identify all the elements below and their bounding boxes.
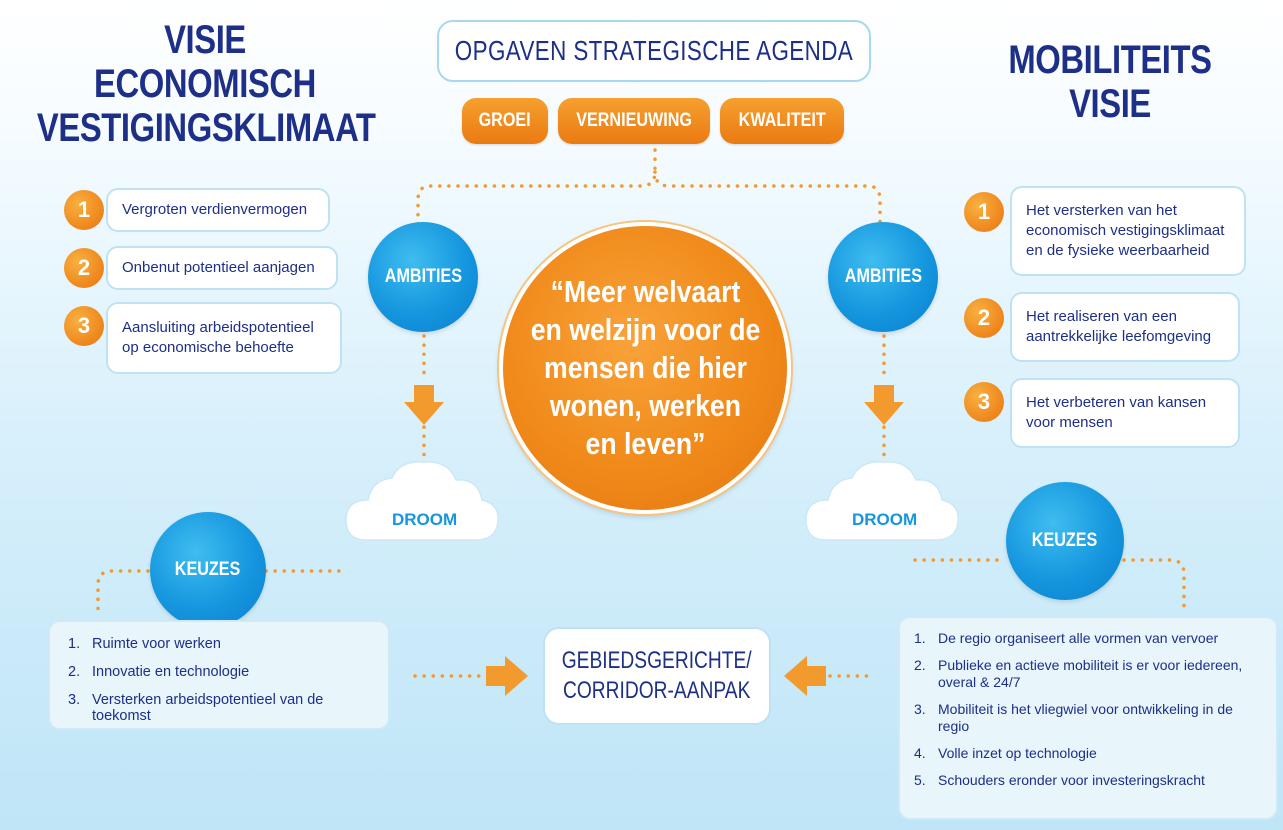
left-ambition-1: Vergroten verdienvermogen xyxy=(106,188,330,232)
number-badge: 1 xyxy=(964,192,1004,232)
pill-groei: GROEI xyxy=(462,98,548,144)
left-ambition-2: Onbenut potentieel aanjagen xyxy=(106,246,338,290)
left-title: VISIE ECONOMISCH VESTIGINGSKLIMAAT xyxy=(36,18,376,150)
agenda-title: OPGAVEN STRATEGISCHE AGENDA xyxy=(454,35,854,66)
cloud-right xyxy=(805,461,959,541)
number-badge: 1 xyxy=(64,190,104,230)
keuzes-label: KEUZES xyxy=(175,559,241,580)
number-badge: 2 xyxy=(64,248,104,288)
left-choices-box: 1. Ruimte voor werken 2. Innovatie en tech… xyxy=(48,620,390,730)
keuzes-right-ball: KEUZES xyxy=(1006,482,1124,600)
right-ambition-3: Het verbeteren van kansen voor mensen xyxy=(1010,378,1240,448)
list-item: 2. Publieke en actieve mobiliteit is er v… xyxy=(914,657,1262,691)
list-item: 3. Mobiliteit is het vliegwiel voor ontwi… xyxy=(914,701,1262,735)
list-text: Versterken arbeidspotentieel van de toek… xyxy=(92,692,324,724)
cloud-left xyxy=(345,461,499,541)
right-title-line: VISIE xyxy=(1069,82,1151,126)
pill-kwaliteit: KWALITEIT xyxy=(720,98,844,144)
number-badge: 3 xyxy=(964,382,1004,422)
list-text: Publieke en actieve mobiliteit is er voo… xyxy=(938,657,1243,690)
ambities-right-ball: AMBITIES xyxy=(828,222,938,332)
agenda-title-box: OPGAVEN STRATEGISCHE AGENDA xyxy=(437,20,871,82)
list-text: Innovatie en technologie xyxy=(92,664,250,680)
pill-label: GROEI xyxy=(478,110,532,131)
center-quote: “Meer welvaart en welzijn voor de mensen… xyxy=(530,274,760,461)
right-title: MOBILITEITS VISIE xyxy=(954,38,1266,126)
list-number: 2. xyxy=(68,664,81,680)
left-ambition-3: Aansluiting arbeidspotentieel op economi… xyxy=(106,302,342,374)
right-choices-box: 1. De regio organiseert alle vormen van v… xyxy=(898,616,1278,820)
pill-label: KWALITEIT xyxy=(738,110,826,131)
list-item: 2. Innovatie en technologie xyxy=(68,664,370,680)
droom-right-label: DROOM xyxy=(852,510,918,529)
ambition-text: Aansluiting arbeidspotentieel op economi… xyxy=(122,319,314,356)
list-item: 3. Versterken arbeidspotentieel van de to… xyxy=(68,692,370,724)
keuzes-label: KEUZES xyxy=(1032,530,1098,551)
list-text: Mobiliteit is het vliegwiel voor ontwikk… xyxy=(938,701,1233,734)
list-text: De regio organiseert alle vormen van ver… xyxy=(938,630,1219,646)
list-text: Volle inzet op technologie xyxy=(938,745,1097,761)
list-number: 1. xyxy=(914,630,926,646)
list-number: 3. xyxy=(914,701,926,717)
list-number: 3. xyxy=(68,692,81,708)
keuzes-left-ball: KEUZES xyxy=(150,512,266,628)
list-item: 1. Ruimte voor werken xyxy=(68,636,370,652)
pill-vernieuwing: VERNIEUWING xyxy=(558,98,710,144)
list-number: 4. xyxy=(914,745,926,761)
left-title-line: ECONOMISCH xyxy=(94,62,316,106)
number-badge: 3 xyxy=(64,306,104,346)
ambition-text: Onbenut potentieel aanjagen xyxy=(122,259,315,276)
list-item: 5. Schouders eronder voor investeringskra… xyxy=(914,772,1262,789)
ambition-text: Het verbeteren van kansen voor mensen xyxy=(1026,394,1207,431)
ambition-text: Vergroten verdienvermogen xyxy=(122,201,308,218)
list-number: 1. xyxy=(68,636,81,652)
ambition-text: Het realiseren van een aantrekkelijke le… xyxy=(1026,308,1212,345)
right-ambition-2: Het realiseren van een aantrekkelijke le… xyxy=(1010,292,1240,362)
number-badge: 2 xyxy=(964,298,1004,338)
corridor-approach-text: GEBIEDSGERICHTE/ CORRIDOR-AANPAK xyxy=(562,647,752,704)
ambities-label: AMBITIES xyxy=(844,266,922,287)
list-number: 5. xyxy=(914,772,926,788)
list-text: Schouders eronder voor investeringskrach… xyxy=(938,772,1205,788)
droom-left-label: DROOM xyxy=(392,510,458,529)
list-item: 1. De regio organiseert alle vormen van v… xyxy=(914,630,1262,647)
pill-label: VERNIEUWING xyxy=(576,110,692,131)
corridor-approach-box: GEBIEDSGERICHTE/ CORRIDOR-AANPAK xyxy=(543,627,771,725)
left-title-line: VISIE xyxy=(164,18,246,62)
center-quote-circle: “Meer welvaart en welzijn voor de mensen… xyxy=(499,222,791,514)
right-ambition-1: Het versterken van het economisch vestig… xyxy=(1010,186,1246,276)
ambition-text: Het versterken van het economisch vestig… xyxy=(1026,202,1225,259)
list-text: Ruimte voor werken xyxy=(92,636,221,652)
list-number: 2. xyxy=(914,657,926,673)
ambities-left-ball: AMBITIES xyxy=(368,222,478,332)
ambities-label: AMBITIES xyxy=(384,266,462,287)
list-item: 4. Volle inzet op technologie xyxy=(914,745,1262,762)
left-title-line: VESTIGINGSKLIMAAT xyxy=(36,106,376,150)
right-title-line: MOBILITEITS xyxy=(1008,38,1212,82)
